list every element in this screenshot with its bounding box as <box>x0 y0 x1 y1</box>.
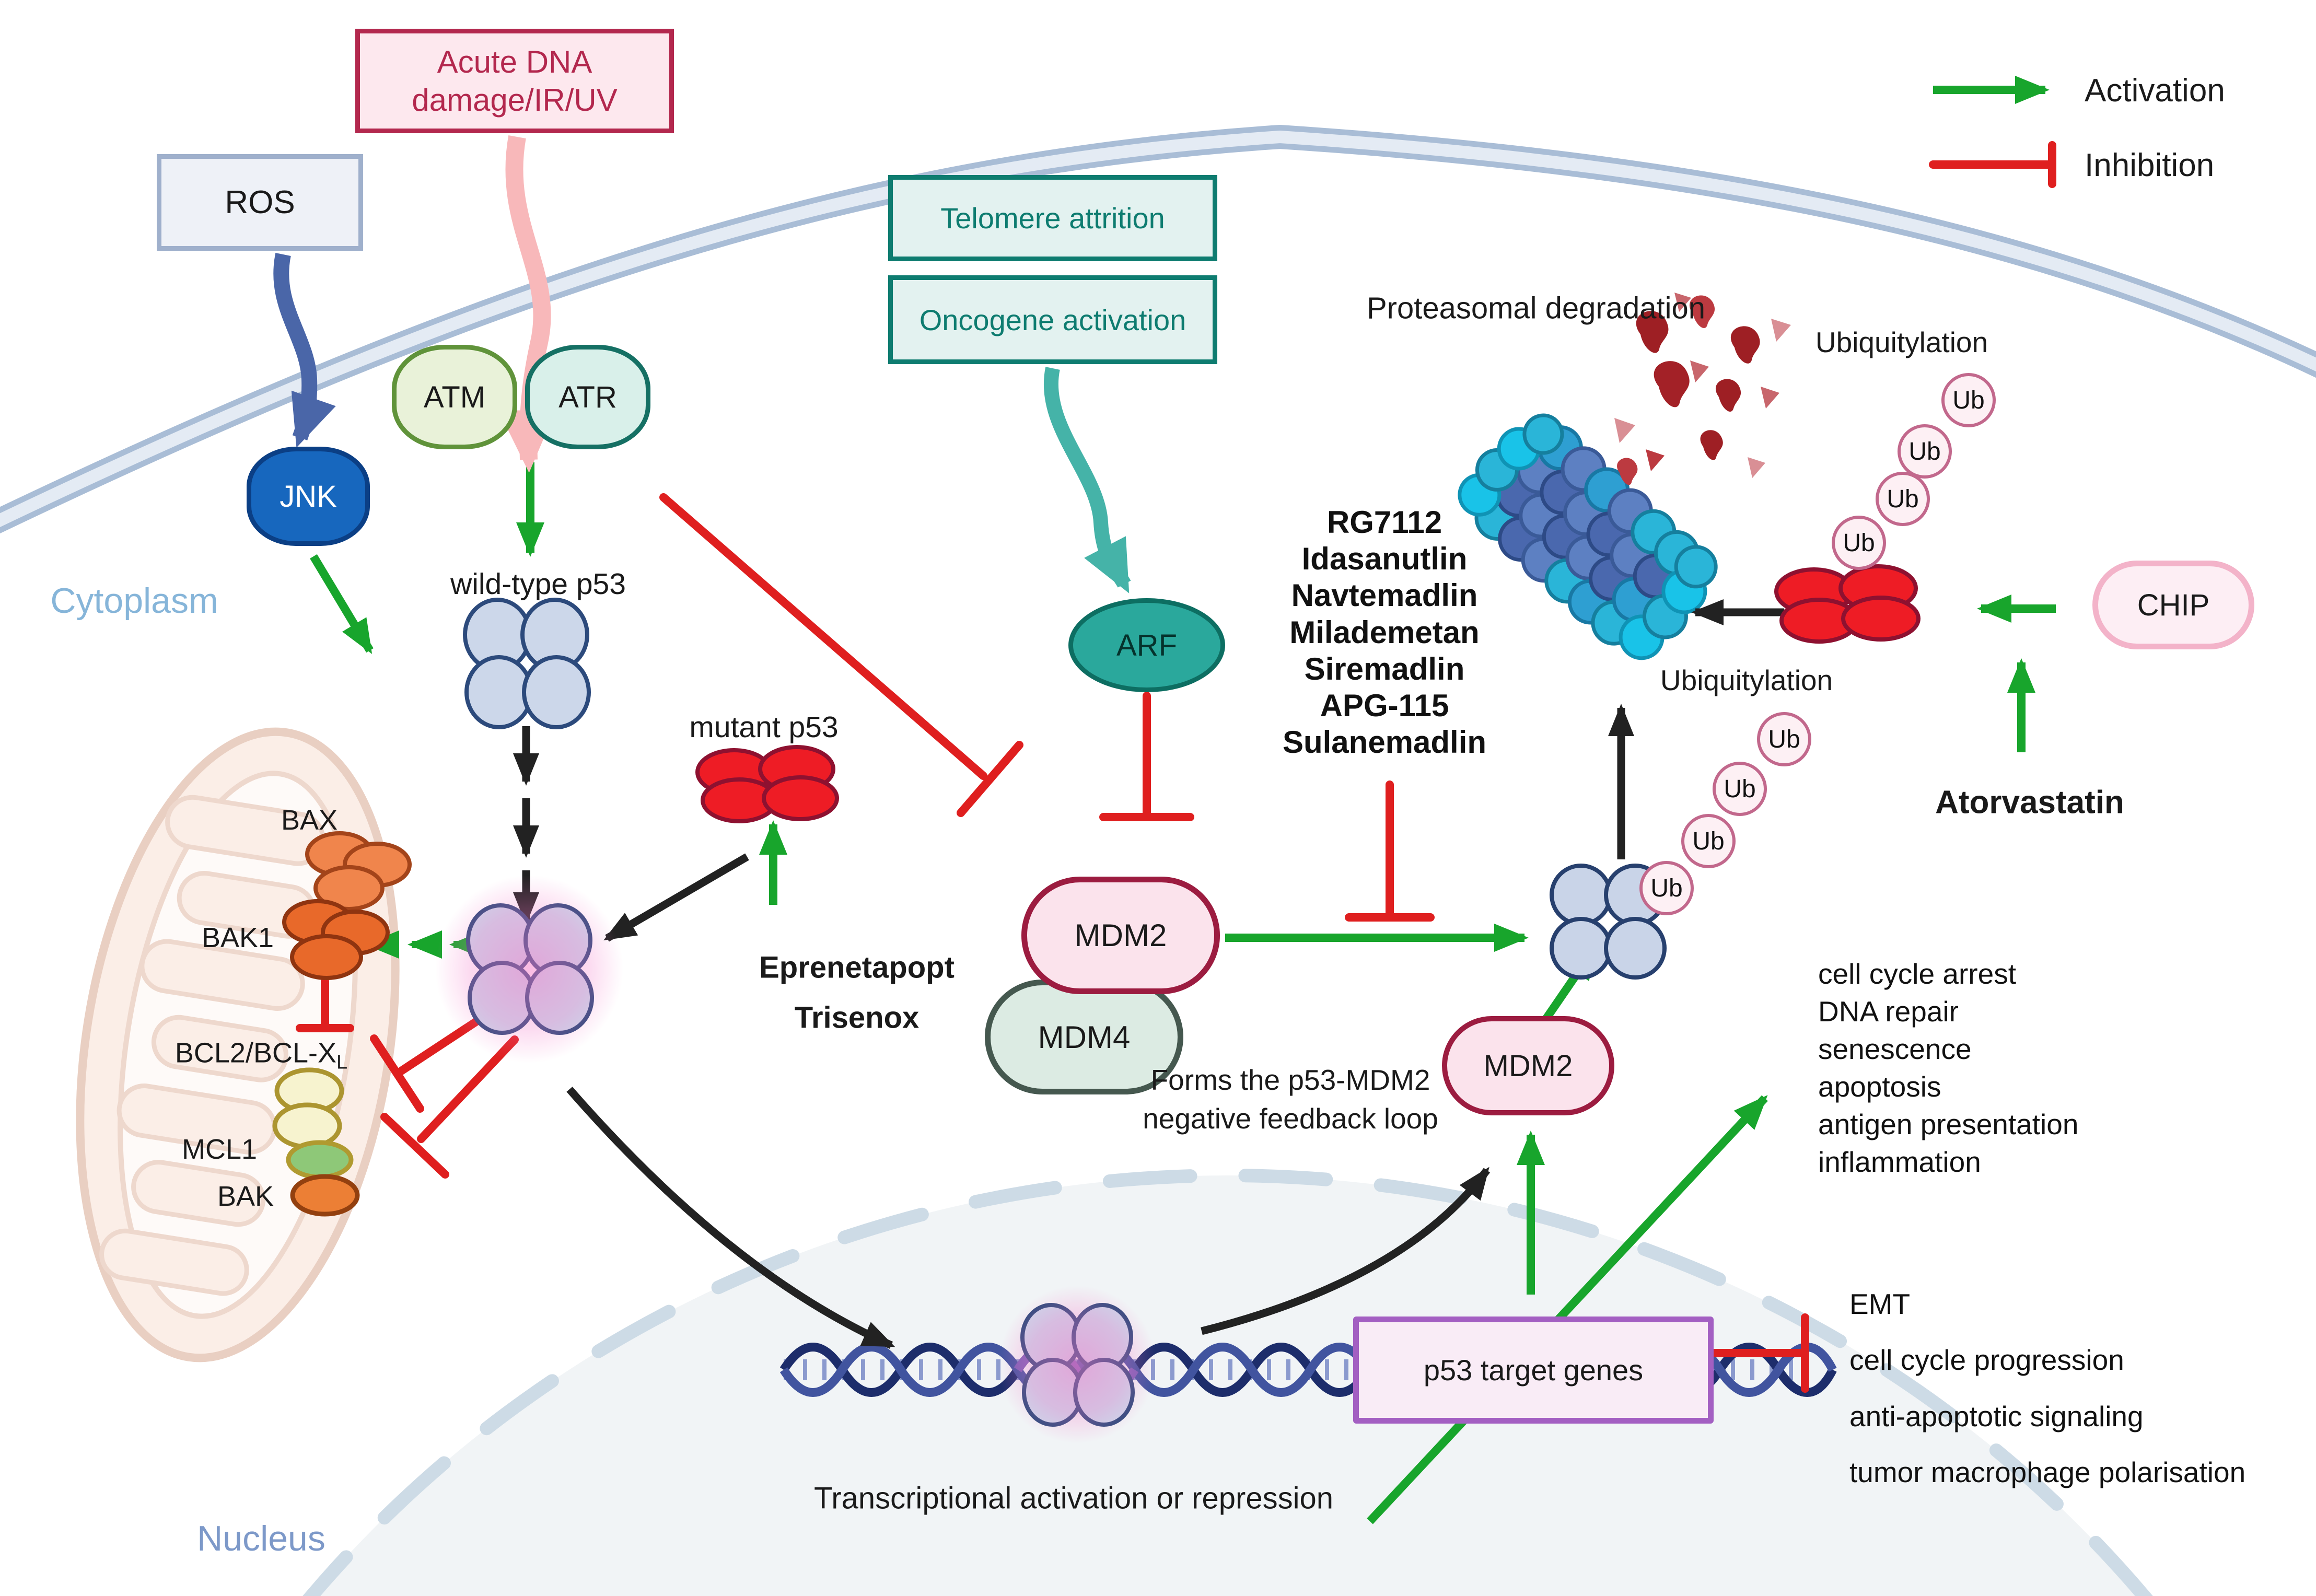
atr-label: ATR <box>558 380 617 414</box>
ub-icon: Ub <box>1681 814 1736 868</box>
chip-label: CHIP <box>2137 588 2210 622</box>
ub-label: Ub <box>1724 775 1756 803</box>
telomere-attrition-box: Telomere attrition <box>888 175 1217 261</box>
atr-node: ATR <box>525 345 650 449</box>
outcome-item: apoptosis <box>1818 1070 1941 1103</box>
degraded-p53-cluster <box>1774 564 1921 644</box>
arf-node: ARF <box>1068 598 1225 692</box>
p53-activation-glow <box>399 838 660 1100</box>
dna-p53-glow <box>968 1255 1187 1474</box>
bcl2-bclxl-label: BCL2/BCL-XL <box>175 1037 347 1074</box>
cytoplasm-label: Cytoplasm <box>50 581 218 621</box>
bcl2-text: BCL2/BCL-X <box>174 1037 336 1069</box>
feedback-note: Forms the p53-MDM2 negative feedback loo… <box>1143 1064 1438 1135</box>
drug-item: Siremadlin <box>1304 651 1465 686</box>
p53-target-genes-box: p53 target genes <box>1353 1317 1714 1424</box>
atm-node: ATM <box>392 345 517 449</box>
ub-icon: Ub <box>1639 861 1694 915</box>
ros-label: ROS <box>225 184 295 220</box>
ub-label: Ub <box>1692 827 1725 855</box>
ub-label: Ub <box>1650 874 1683 902</box>
outcome-item: antigen presentation <box>1818 1108 2079 1141</box>
legend-activation-label: Activation <box>2085 73 2225 109</box>
outcome-item: DNA repair <box>1818 995 1959 1028</box>
eprenetapopt-label: Eprenetapopt <box>759 950 955 985</box>
drug-item: RG7112 <box>1326 505 1442 540</box>
proteasomal-degradation-label: Proteasomal degradation <box>1366 291 1706 325</box>
drug-item: Sulanemadlin <box>1282 725 1487 760</box>
wild-type-p53-tetramer <box>463 598 591 729</box>
cell-membrane <box>0 124 2316 534</box>
legend-inhibition-label: Inhibition <box>2085 147 2215 183</box>
outcome-item: cell cycle arrest <box>1818 958 2016 990</box>
bax-label: BAX <box>281 805 338 836</box>
ub-label: Ub <box>1908 437 1941 465</box>
outcome-item: cell cycle progression <box>1849 1344 2124 1377</box>
outcome-item: inflammation <box>1818 1146 1981 1179</box>
mcl1-label: MCL1 <box>181 1134 258 1165</box>
acute-dna-damage-label: Acute DNA damage/IR/UV <box>412 44 618 118</box>
jnk-node: JNK <box>247 447 370 546</box>
ub-label: Ub <box>1843 529 1875 557</box>
arf-label: ARF <box>1116 628 1177 662</box>
p53-repressed-outcomes: EMT cell cycle progression anti-apoptoti… <box>1849 1276 2245 1500</box>
ub-label: Ub <box>1952 386 1985 414</box>
outcome-item: senescence <box>1818 1033 1972 1066</box>
drug-item: Navtemadlin <box>1291 578 1478 613</box>
p53-target-genes-label: p53 target genes <box>1423 1354 1644 1387</box>
mdm2-label: MDM2 <box>1074 918 1167 953</box>
mdm2-node: MDM2 <box>1021 877 1220 994</box>
oncogene-arrow <box>1043 367 1131 593</box>
ubiquitylation-top-label: Ubiquitylation <box>1815 326 1988 358</box>
mcl1-protein <box>286 1140 354 1180</box>
mdm4-label: MDM4 <box>1038 1019 1131 1055</box>
bcl2-subscript: L <box>336 1051 348 1074</box>
nucleus-region <box>303 1169 2152 1596</box>
proteasome <box>1458 413 1718 660</box>
acute-dna-damage-box: Acute DNA damage/IR/UV <box>355 29 674 133</box>
telomere-attrition-label: Telomere attrition <box>940 202 1165 235</box>
ub-label: Ub <box>1768 725 1800 753</box>
ubiquitylation-mid-label: Ubiquitylation <box>1660 664 1833 696</box>
protein-fragments <box>1614 293 1791 485</box>
atorvastatin-label: Atorvastatin <box>1935 784 2124 821</box>
outcome-item: tumor macrophage polarisation <box>1849 1455 2246 1488</box>
oncogene-activation-box: Oncogene activation <box>888 275 1217 364</box>
drug-item: Milademetan <box>1289 614 1480 650</box>
outcome-item: EMT <box>1849 1288 1911 1320</box>
ub-icon: Ub <box>1832 516 1886 570</box>
chip-node: CHIP <box>2092 561 2254 649</box>
bcl2-protein <box>272 1067 344 1149</box>
oncogene-activation-label: Oncogene activation <box>919 303 1186 336</box>
ub-label: Ub <box>1887 485 1919 513</box>
ub-icon: Ub <box>1898 424 1952 479</box>
nucleus-label: Nucleus <box>197 1519 325 1558</box>
ub-icon: Ub <box>1757 712 1811 766</box>
ub-icon: Ub <box>1876 472 1930 526</box>
mutant-p53-label: mutant p53 <box>689 710 839 744</box>
p53-activated-outcomes: cell cycle arrest DNA repair senescence … <box>1818 955 2078 1181</box>
jnk-label: JNK <box>280 479 337 514</box>
bak-label: BAK <box>217 1181 274 1212</box>
ros-box: ROS <box>157 154 363 251</box>
outcome-item: anti-apoptotic signaling <box>1849 1400 2144 1432</box>
trisenox-label: Trisenox <box>794 1000 920 1035</box>
atm-label: ATM <box>423 380 486 414</box>
mdm2-feedback-label: MDM2 <box>1483 1049 1573 1083</box>
ub-icon: Ub <box>1941 373 1996 427</box>
bak1-protein <box>282 899 390 980</box>
mutant-p53-cluster <box>695 745 839 823</box>
bax-protein <box>305 831 412 911</box>
wild-type-p53-label: wild-type p53 <box>450 567 626 601</box>
bak1-label: BAK1 <box>201 922 274 953</box>
ros-arrow <box>273 253 336 448</box>
bak-protein <box>290 1174 360 1217</box>
transcription-label: Transcriptional activation or repression <box>814 1481 1333 1516</box>
drug-item: APG-115 <box>1320 688 1449 723</box>
mdm2-inhibitor-drug-list: RG7112 Idasanutlin Navtemadlin Milademet… <box>1217 504 1552 761</box>
drug-item: Idasanutlin <box>1301 541 1468 577</box>
mdm2-feedback-node: MDM2 <box>1442 1016 1614 1115</box>
ub-icon: Ub <box>1713 762 1767 816</box>
